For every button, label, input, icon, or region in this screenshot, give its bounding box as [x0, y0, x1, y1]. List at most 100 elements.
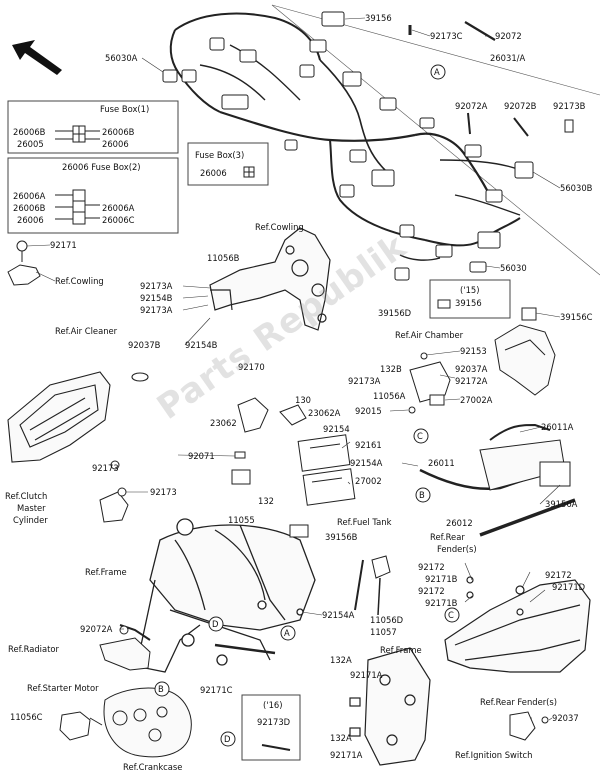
label-92173-2: 92173: [150, 487, 177, 497]
label-92161: 92161: [355, 440, 382, 450]
radiator-bracket: [99, 637, 151, 671]
box-15-year: ('15): [460, 285, 480, 295]
label-fenders: Fender(s): [437, 544, 477, 554]
label-92172-1: 92172: [418, 562, 445, 572]
label-92072b: 92072B: [504, 101, 537, 111]
fuse-box-1-right-top: 26006B: [102, 127, 135, 137]
callout-a-frame: A: [284, 628, 290, 638]
label-92071: 92071: [188, 451, 215, 461]
sub-harness-frame: [119, 524, 309, 641]
callout-c-relay: C: [417, 431, 423, 441]
label-132a-2: 132A: [330, 733, 352, 743]
fuse-box-1-right-bottom: 26006: [102, 139, 129, 149]
label-92173a-2: 92173A: [140, 305, 173, 315]
label-92171b-2: 92171B: [425, 598, 458, 608]
label-56030: 56030: [500, 263, 527, 273]
label-92154: 92154: [323, 424, 350, 434]
fuse-box-2-left-a: 26006A: [13, 191, 46, 201]
label-11056c: 11056C: [10, 712, 43, 722]
label-27002: 27002: [355, 476, 382, 486]
fuse-box-1-left-top: 26006B: [13, 127, 46, 137]
label-27002a: 27002A: [460, 395, 493, 405]
label-master: Master: [17, 503, 46, 513]
label-ref-clutch: Ref.Clutch: [5, 491, 48, 501]
label-92072: 92072: [495, 31, 522, 41]
label-ref-air-chamber: Ref.Air Chamber: [395, 330, 464, 340]
label-92171d: 92171D: [552, 582, 586, 592]
label-ref-radiator: Ref.Radiator: [8, 644, 59, 654]
callout-circles: [154, 64, 460, 747]
fuse-box-3-icon: [243, 166, 255, 178]
label-92171a-1: 92171A: [350, 670, 383, 680]
fuel-tank-parts: [354, 555, 391, 616]
label-130: 130: [295, 395, 311, 405]
label-92172-2: 92172: [545, 570, 572, 580]
frame-plate: [349, 647, 431, 766]
label-92037a: 92037A: [455, 364, 488, 374]
label-39156c: 39156C: [560, 312, 593, 322]
label-ref-cowling-top: Ref.Cowling: [255, 222, 304, 232]
label-39156a: 39156A: [545, 499, 578, 509]
label-92037: 92037: [552, 713, 579, 723]
label-23062a: 23062A: [308, 408, 341, 418]
label-92173a-3: 92173A: [348, 376, 381, 386]
label-ref-frame: Ref.Frame: [85, 567, 127, 577]
label-56030a: 56030A: [105, 53, 138, 63]
label-92154a-1: 92154A: [350, 458, 383, 468]
label-92171a-2: 92171A: [330, 750, 363, 760]
label-ref-crankcase: Ref.Crankcase: [123, 762, 183, 772]
label-ref-starter-motor: Ref.Starter Motor: [27, 683, 99, 693]
label-92072a-top: 92072A: [455, 101, 488, 111]
fuse-box-3-title: Fuse Box(3): [195, 150, 245, 160]
callout-a-top: A: [434, 67, 440, 77]
box-16-part: 92173D: [257, 717, 291, 727]
callout-d-frame: D: [212, 619, 219, 629]
leader-lines: [26, 17, 561, 721]
label-92153: 92153: [460, 346, 487, 356]
label-ref-ignition-switch: Ref.Ignition Switch: [455, 750, 533, 760]
box-15-part: 39156: [455, 298, 482, 308]
label-92170: 92170: [238, 362, 265, 372]
fuse-box-1-title: Fuse Box(1): [100, 104, 150, 114]
label-92171b-1: 92171B: [425, 574, 458, 584]
label-39156: 39156: [365, 13, 392, 23]
label-92015: 92015: [355, 406, 382, 416]
label-11056d: 11056D: [370, 615, 404, 625]
label-11056a: 11056A: [373, 391, 406, 401]
small-hardware-top: [408, 21, 574, 137]
fuse-box-2-left-c: 26006: [17, 215, 44, 225]
label-92037b: 92037B: [128, 340, 161, 350]
callout-d-16: D: [224, 734, 231, 744]
callout-b-crank: B: [158, 684, 164, 694]
label-92154b-2: 92154B: [185, 340, 218, 350]
label-26031a: 26031/A: [490, 53, 526, 63]
label-56030b: 56030B: [560, 183, 593, 193]
fuse-box-2-title: 26006 Fuse Box(2): [62, 162, 141, 172]
clutch-switch: [99, 460, 129, 523]
label-26011a: 26011A: [541, 422, 574, 432]
label-ref-rear: Ref.Rear: [430, 532, 465, 542]
label-132a-1: 132A: [330, 655, 352, 665]
label-26012: 26012: [446, 518, 473, 528]
battery-cables: [419, 423, 576, 537]
air-cleaner: [7, 371, 149, 463]
fuse-box-2-right-a: 26006A: [102, 203, 135, 213]
label-92172-3: 92172: [418, 586, 445, 596]
label-11056b: 11056B: [207, 253, 240, 263]
callout-c-fender: C: [448, 610, 454, 620]
label-11057: 11057: [370, 627, 397, 637]
label-ref-cowling-left: Ref.Cowling: [55, 276, 104, 286]
harness-connectors: [162, 11, 534, 281]
relay-bracket: [408, 352, 451, 414]
air-chamber: [494, 307, 556, 396]
fuse-box-2-icon: [55, 189, 100, 225]
label-ref-frame-right: Ref.Frame: [380, 645, 422, 655]
label-92072a-bottom: 92072A: [80, 624, 113, 634]
label-26011: 26011: [428, 458, 455, 468]
label-23062: 23062: [210, 418, 237, 428]
label-92154b-1: 92154B: [140, 293, 173, 303]
label-39156b: 39156B: [325, 532, 358, 542]
label-92154a-2: 92154A: [322, 610, 355, 620]
label-ref-rear-fenders: Ref.Rear Fender(s): [480, 697, 558, 707]
